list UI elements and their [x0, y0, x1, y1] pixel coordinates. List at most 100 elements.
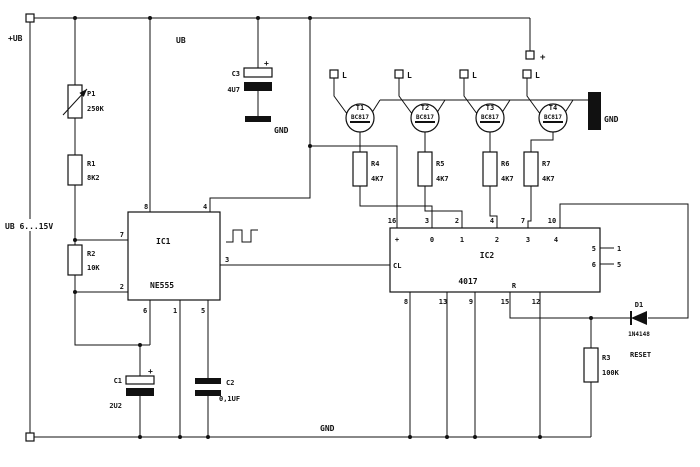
wire-d1-r3 [590, 317, 631, 348]
ic2-ref-label: IC2 [480, 251, 495, 260]
lamp-4-label: L [535, 71, 540, 80]
capacitor-c3: + C3 4U7 GND [227, 59, 288, 135]
r4-body [352, 151, 368, 187]
c1-plate-bottom [126, 388, 154, 396]
ic1-pin6-label: 6 [143, 307, 147, 315]
t2-body [410, 103, 440, 133]
resistor-r3: R3 100K [583, 347, 620, 383]
c2-value-label: 0,1UF [219, 395, 240, 403]
wire-r4-ic2 [359, 186, 433, 228]
ic2-pin10-label: 10 [548, 217, 556, 225]
ic2-inner-q0-label: 0 [430, 236, 434, 244]
ic2-inner-q1-label: 1 [460, 236, 464, 244]
ic1-pin4-label: 4 [203, 203, 207, 211]
capacitor-c1: + C1 2U2 [109, 367, 155, 410]
terminal-lamp-1 [329, 69, 339, 79]
wire-q4-loop [559, 203, 689, 319]
ic2-pin9-label: 9 [469, 298, 473, 306]
transistor-t3: T3 BC817 [475, 103, 505, 133]
wire-reset-pin15 [509, 292, 591, 319]
ub-rail-label: UB [176, 36, 186, 45]
ic2-pin16-label: 16 [388, 217, 396, 225]
d1-triangle [631, 311, 647, 325]
c3-gnd-label: GND [274, 126, 289, 135]
ic2-pin3-label: 3 [425, 217, 429, 225]
ic2-pin5-label: 5 [617, 261, 621, 269]
lamp-1-label: L [342, 71, 347, 80]
ub-range-label: UB 6...15V [5, 222, 53, 231]
ic1-pin2-label: 2 [120, 283, 124, 291]
r1-ref-label: R1 [87, 160, 95, 168]
transistor-t2: T2 BC817 [410, 103, 440, 133]
t2-part-label: BC817 [416, 114, 434, 121]
ic2-inner-vcc-label: + [395, 236, 399, 244]
c2-plate-bottom [195, 390, 221, 396]
t4-ref-label: T4 [549, 104, 557, 112]
r3-value-label: 100K [602, 369, 620, 377]
potentiometer-p1: P1 250K [62, 84, 105, 119]
ic1-pin1-label: 1 [173, 307, 177, 315]
ic2-inner-q3-label: 3 [526, 236, 530, 244]
terminal-plus-ub [25, 13, 35, 23]
ic2-part-label: 4017 [458, 277, 477, 286]
capacitor-c2: C2 0,1UF [195, 378, 240, 403]
c1-polarity-label: + [148, 367, 153, 376]
terminal-lamp-common [525, 50, 535, 60]
r4-value-label: 4K7 [371, 175, 384, 183]
gnd-bottom-label: GND [320, 424, 335, 433]
r7-body [523, 151, 539, 187]
ic1-pin3-label: 3 [225, 256, 229, 264]
t1-body [345, 103, 375, 133]
resistor-r6: R6 4K7 [482, 151, 514, 187]
resistor-r1: R1 8K2 [67, 154, 100, 186]
c3-plate-bottom [244, 82, 272, 91]
r6-value-label: 4K7 [501, 175, 514, 183]
lamp-3-label: L [472, 71, 477, 80]
ic1-body [127, 211, 221, 301]
r5-value-label: 4K7 [436, 175, 449, 183]
plus-ub-label: +UB [8, 34, 23, 43]
c1-ref-label: C1 [114, 377, 122, 385]
p1-wiper-arrowhead [79, 89, 87, 97]
t1-part-label: BC817 [351, 114, 369, 121]
r1-value-label: 8K2 [87, 174, 100, 182]
ic2-inner-q5-label: 5 [592, 245, 596, 253]
r2-ref-label: R2 [87, 250, 95, 258]
ub-range-label-bg [2, 219, 60, 231]
ic1-pin8-label: 8 [144, 203, 148, 211]
r6-body [482, 151, 498, 187]
gnd-bar-symbol [588, 92, 601, 130]
ic2-pin7-label: 7 [521, 217, 525, 225]
ic2-pin15-label: 15 [501, 298, 509, 306]
gnd-bar-label: GND [604, 115, 619, 124]
ic2-inner-q4-label: 4 [554, 236, 558, 244]
wire-r2-c1 [74, 275, 150, 346]
ic2-body [389, 227, 601, 293]
r7-value-label: 4K7 [542, 175, 555, 183]
junction-dots [73, 16, 593, 439]
ic2-clock-label: CL [393, 262, 401, 270]
r3-ref-label: R3 [602, 354, 610, 362]
c3-plate-top [243, 67, 273, 78]
ic1-pin7-label: 7 [120, 231, 124, 239]
resistor-r7: R7 4K7 [523, 151, 555, 187]
t1-ref-label: T1 [356, 104, 364, 112]
p1-ref-label: P1 [87, 90, 95, 98]
wire-r5-ic2 [424, 186, 463, 228]
t2-ref-label: T2 [421, 104, 429, 112]
terminal-gnd [25, 432, 35, 442]
d1-ref-label: D1 [635, 301, 643, 309]
ic2-pin13-label: 13 [439, 298, 447, 306]
wire-vcc-ic2 [310, 145, 398, 228]
p1-value-label: 250K [87, 105, 105, 113]
t3-part-label: BC817 [481, 114, 499, 121]
transistor-t1: T1 BC817 [345, 103, 375, 133]
t4-part-label: BC817 [544, 114, 562, 121]
ic1-ref-label: IC1 [156, 237, 171, 246]
terminal-lamp-3 [459, 69, 469, 79]
c1-value-label: 2U2 [109, 402, 122, 410]
wire-r7-ic2 [527, 186, 532, 228]
d1-value-label: 1N4148 [628, 331, 650, 338]
ic2-4017: IC2 4017 16 3 2 4 7 10 + 0 1 2 3 4 CL R … [388, 217, 621, 306]
